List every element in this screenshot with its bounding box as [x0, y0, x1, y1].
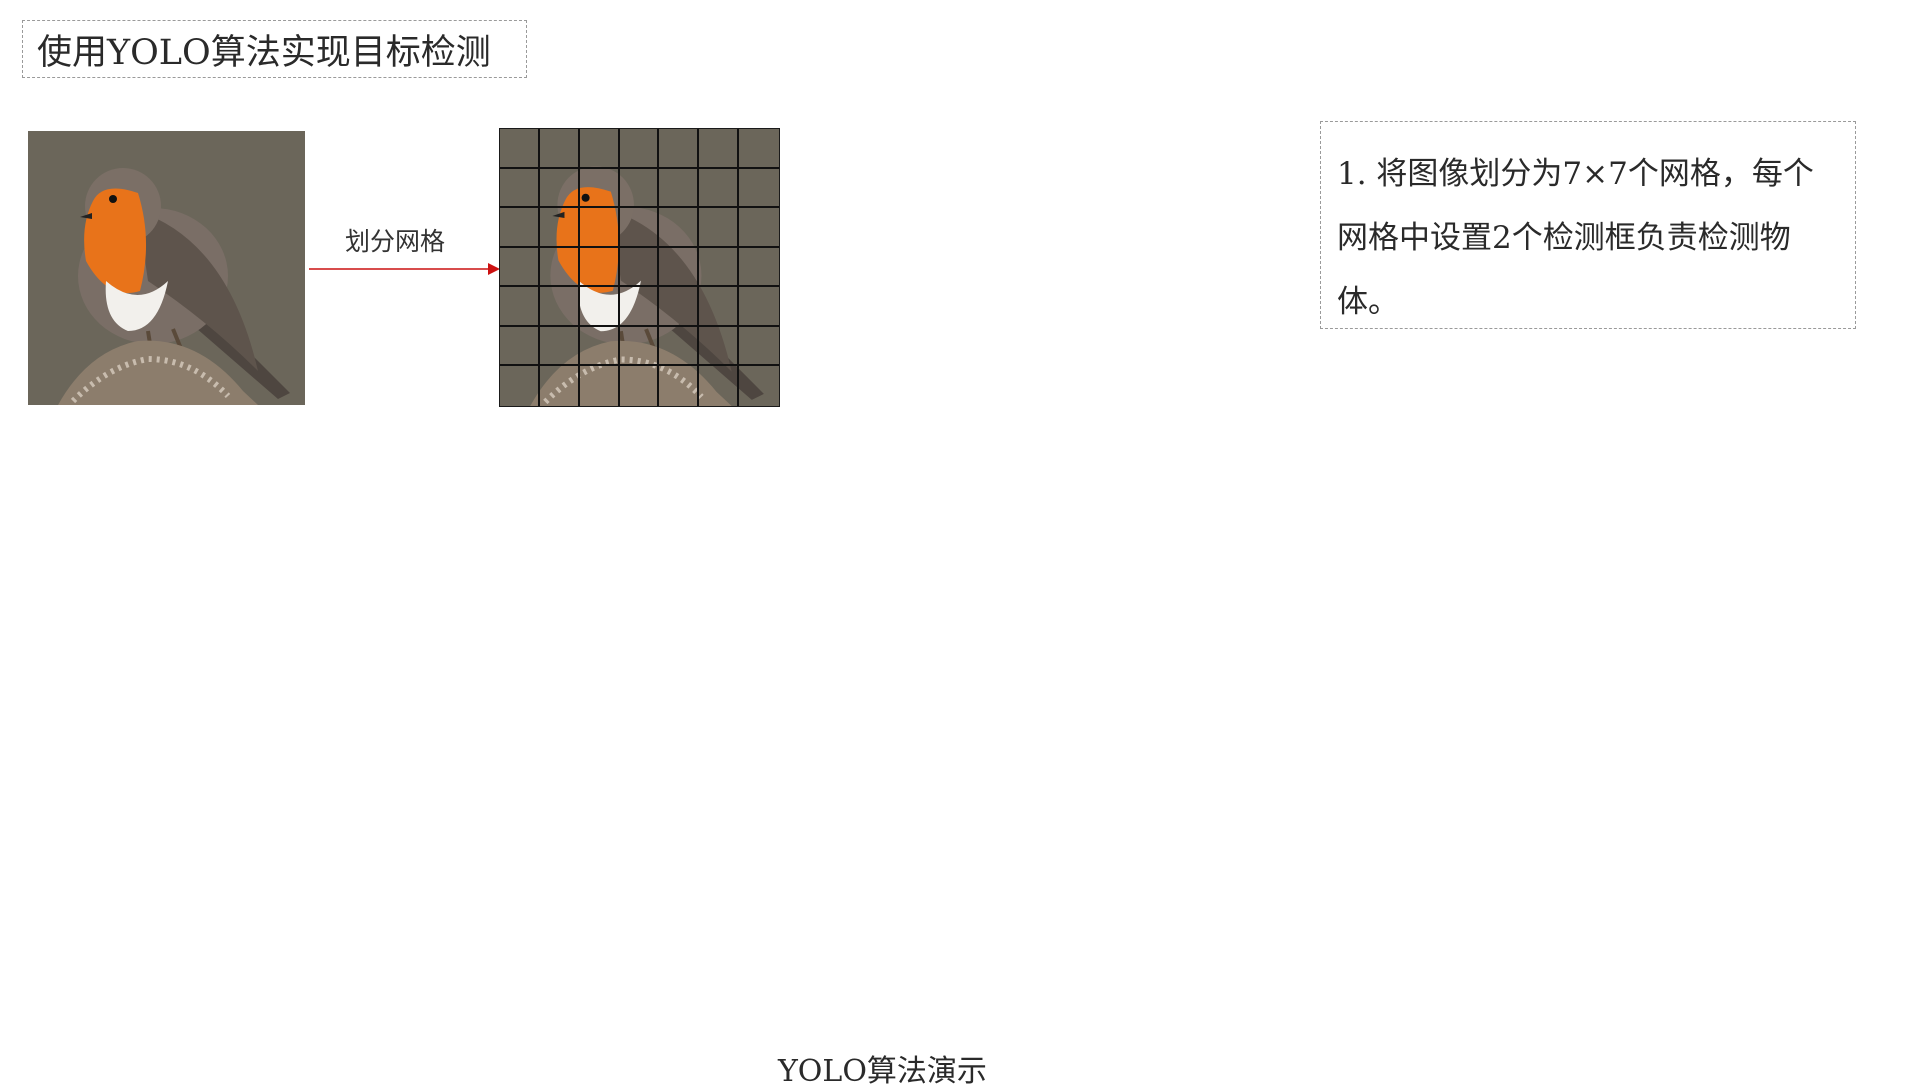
grid-cell — [659, 129, 700, 169]
grid-cell — [739, 169, 779, 209]
grid-cell — [619, 247, 660, 288]
grid-cell — [739, 129, 779, 169]
grid-cell — [579, 247, 620, 288]
grid-cell — [739, 327, 779, 367]
grid-cell — [580, 366, 620, 406]
grid-cell — [500, 208, 540, 248]
grid-cell — [579, 168, 620, 209]
grid-cell — [619, 326, 660, 367]
grid-cell — [699, 208, 740, 248]
grid-cell — [659, 366, 700, 406]
grid-cell — [539, 129, 580, 169]
arrow-label: 划分网格 — [345, 227, 446, 256]
grid-cell — [699, 287, 740, 327]
grid-cell — [579, 129, 620, 169]
demo-caption: YOLO算法演示 — [778, 1054, 987, 1089]
grid-cell — [619, 208, 660, 248]
grid-cell — [739, 248, 779, 288]
grid-cell — [699, 168, 740, 209]
grid-cell — [500, 287, 540, 327]
original-bird-image — [28, 131, 305, 405]
grid-cell — [659, 287, 700, 327]
grid-overlay — [500, 129, 779, 406]
slide-title: 使用YOLO算法实现目标检测 — [22, 20, 527, 78]
grid-cell — [619, 287, 660, 327]
robin-illustration — [28, 131, 305, 405]
grid-cell — [739, 366, 779, 406]
grid-cell — [659, 247, 700, 288]
grid-cell — [500, 326, 540, 367]
grid-cell — [539, 247, 580, 288]
grid-cell — [619, 168, 660, 209]
grid-cell — [539, 208, 580, 248]
grid-cell — [539, 287, 580, 327]
grid-cell — [699, 247, 740, 288]
grid-cell — [500, 129, 540, 169]
grid-cell — [739, 287, 779, 327]
right-arrow-icon — [309, 263, 500, 275]
grid-cell — [540, 366, 580, 406]
grid-cell — [579, 287, 620, 327]
grid-cell — [579, 326, 620, 367]
gridded-bird-image — [499, 128, 780, 407]
grid-cell — [500, 168, 540, 209]
grid-cell — [659, 208, 700, 248]
grid-cell — [699, 326, 740, 367]
step-description: 1. 将图像划分为7×7个网格，每个网格中设置2个检测框负责检测物体。 — [1320, 121, 1856, 329]
grid-cell — [699, 366, 740, 406]
grid-cell — [579, 208, 620, 248]
grid-cell — [500, 366, 540, 406]
grid-cell — [539, 326, 580, 367]
grid-cell — [620, 366, 660, 406]
grid-cell — [619, 129, 660, 169]
grid-cell — [739, 208, 779, 248]
grid-cell — [699, 129, 740, 169]
grid-cell — [659, 168, 700, 209]
grid-cell — [539, 168, 580, 209]
grid-cell — [659, 326, 700, 367]
grid-cell — [500, 247, 540, 288]
